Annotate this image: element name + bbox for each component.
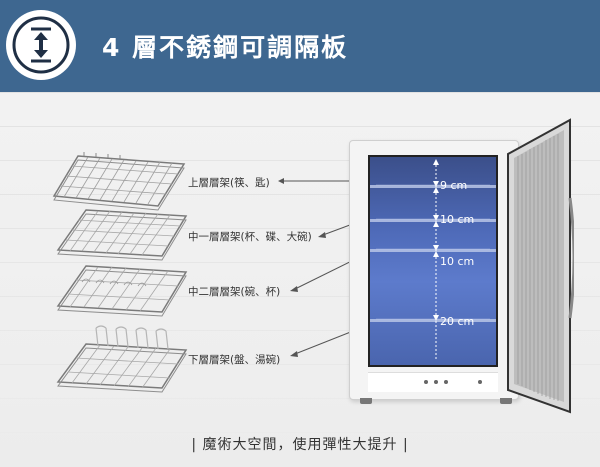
dimension-label-top: 9 cm bbox=[440, 179, 468, 192]
shelf-line bbox=[370, 249, 496, 252]
dish-dryer-cabinet: 9 cm 10 cm 10 cm 20 cm bbox=[349, 140, 519, 400]
rack-middle-one-illustration bbox=[56, 209, 188, 261]
shelf-line bbox=[370, 319, 496, 322]
dimension-label-bottom: 20 cm bbox=[440, 315, 475, 328]
page-title: 4 層不銹鋼可調隔板 bbox=[102, 33, 349, 62]
footer-caption: | 魔術大空間，使用彈性大提升 | bbox=[191, 437, 409, 453]
cabinet-door-open bbox=[507, 118, 574, 414]
dimension-arrows bbox=[376, 159, 490, 361]
control-panel bbox=[368, 372, 498, 392]
shelf-line bbox=[370, 185, 496, 188]
shelf-line bbox=[370, 219, 496, 222]
rack-bottom-illustration bbox=[56, 325, 188, 393]
indicator-dot bbox=[424, 380, 428, 384]
up-down-arrow-icon bbox=[6, 10, 76, 80]
rack-top-illustration bbox=[52, 152, 186, 211]
rack-middle-two-illustration bbox=[56, 265, 188, 317]
cabinet-interior: 9 cm 10 cm 10 cm 20 cm bbox=[368, 155, 498, 367]
indicator-dot bbox=[478, 380, 482, 384]
dimension-label-middle-two: 10 cm bbox=[440, 255, 475, 268]
rack-middle-two-label: 中二層層架(碗、杯) bbox=[188, 286, 281, 298]
dimension-label-middle-one: 10 cm bbox=[440, 213, 475, 226]
cabinet-foot bbox=[500, 398, 512, 404]
rack-bottom-label: 下層層架(盤、湯碗) bbox=[188, 354, 281, 366]
indicator-dot bbox=[434, 380, 438, 384]
cabinet-foot bbox=[360, 398, 372, 404]
rack-middle-one-label: 中一層層架(杯、碟、大碗) bbox=[188, 231, 312, 243]
rack-top-label: 上層層架(筷、匙) bbox=[188, 177, 270, 189]
header-banner: 4 層不銹鋼可調隔板 bbox=[0, 0, 600, 92]
indicator-dot bbox=[444, 380, 448, 384]
